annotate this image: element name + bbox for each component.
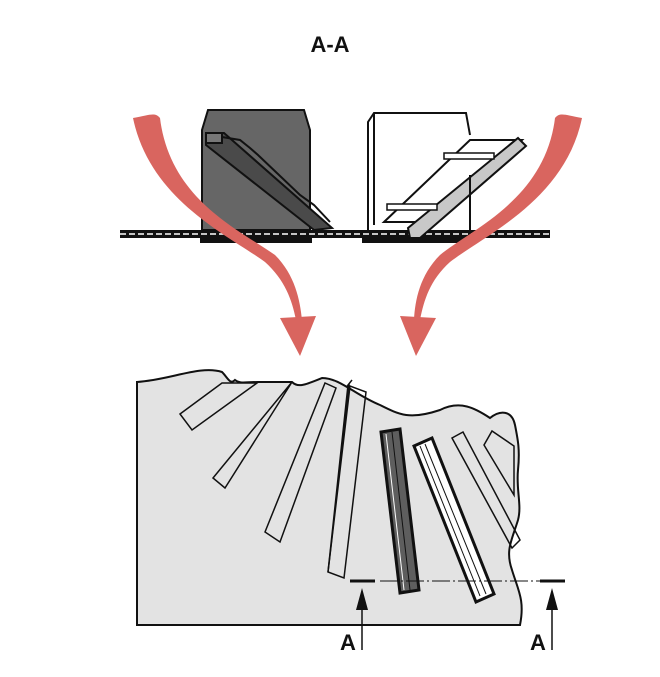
dark-component-section bbox=[201, 109, 335, 232]
slot-6 bbox=[483, 429, 515, 498]
slot-5 bbox=[450, 430, 521, 550]
dark-connector bbox=[379, 427, 421, 595]
light-component-section bbox=[367, 112, 528, 239]
dark-ridge bbox=[221, 136, 331, 223]
arrow-right-shaft bbox=[414, 114, 582, 321]
slot-3 bbox=[264, 381, 337, 544]
section-title: A-A bbox=[310, 32, 350, 57]
slot-1 bbox=[178, 382, 260, 432]
section-arrow-right-head bbox=[546, 588, 558, 610]
dark-slot-end bbox=[205, 132, 223, 144]
arrow-right-head bbox=[400, 316, 436, 356]
light-latch-bottom bbox=[386, 203, 438, 211]
pad-left bbox=[200, 238, 312, 243]
slot-2 bbox=[211, 381, 293, 490]
section-marker-right: A bbox=[530, 630, 546, 655]
light-connector-body bbox=[412, 435, 496, 605]
arrow-left-shaft bbox=[133, 114, 302, 321]
dark-connector-stripe bbox=[385, 433, 405, 591]
light-connector-line-2 bbox=[424, 443, 487, 595]
light-connector bbox=[412, 435, 496, 605]
pcb-strip bbox=[120, 230, 550, 238]
slot-4-hint bbox=[327, 379, 353, 573]
light-ridge bbox=[406, 136, 528, 239]
flow-arrows bbox=[133, 114, 582, 356]
arrow-left-head bbox=[280, 316, 316, 356]
light-latch-top bbox=[443, 152, 495, 160]
pcb-cross-section bbox=[120, 230, 550, 243]
light-connector-line-1 bbox=[419, 445, 481, 597]
section-arrow-left-head bbox=[356, 588, 368, 610]
board-outline bbox=[136, 369, 523, 626]
section-marker-left: A bbox=[340, 630, 356, 655]
dark-connector-line bbox=[391, 431, 411, 591]
slot-4 bbox=[327, 384, 367, 580]
pad-right bbox=[362, 238, 472, 243]
board-top-view bbox=[136, 369, 565, 650]
